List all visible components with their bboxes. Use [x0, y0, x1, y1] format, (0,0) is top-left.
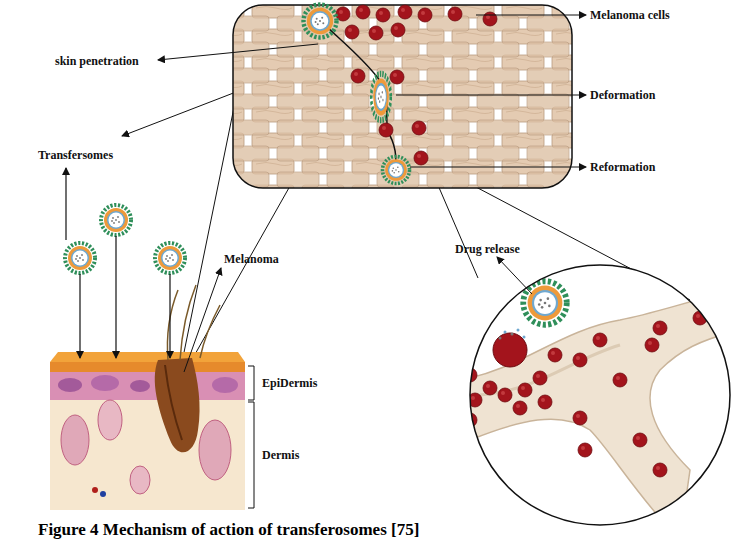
callout-label: Melanoma	[224, 252, 279, 266]
transfersome-group	[65, 168, 185, 358]
callout-label: Deformation	[590, 88, 655, 102]
callout-label: Reformation	[590, 160, 655, 174]
callout-label: Drug release	[455, 242, 520, 256]
layer-label: EpiDermis	[262, 376, 317, 390]
skin-inset	[158, 5, 586, 189]
callout-label: skin penetration	[55, 54, 139, 68]
callout-label: Transfersomes	[38, 148, 113, 162]
figure-caption: Figure 4 Mechanism of action of transfer…	[38, 520, 419, 540]
callout-label: Melanoma cells	[590, 8, 670, 22]
layer-label: Dermis	[262, 448, 299, 462]
vessel-zoom	[460, 257, 740, 540]
skin-block	[50, 268, 254, 510]
